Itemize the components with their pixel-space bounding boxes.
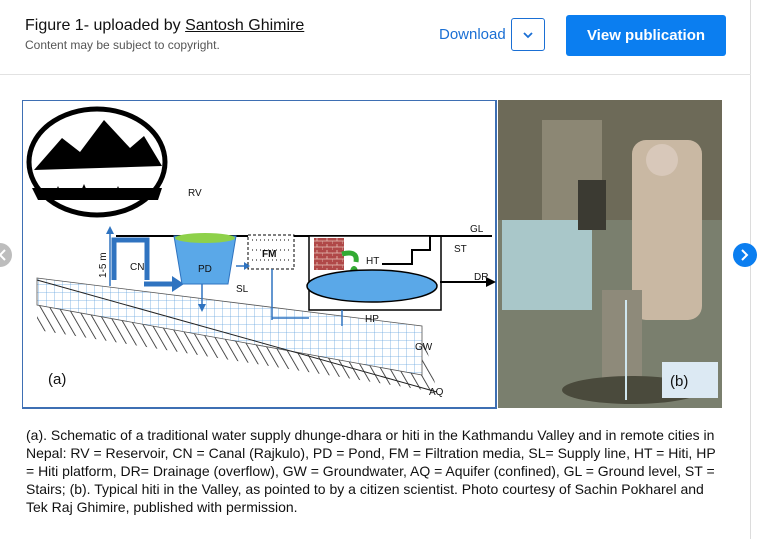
download-link[interactable]: Download: [439, 26, 506, 43]
hiti-wall: [314, 238, 344, 270]
canal-flow: [111, 237, 150, 280]
figure-title: Figure 1- uploaded by Santosh Ghimire: [25, 17, 304, 35]
label-rv: RV: [188, 188, 202, 199]
title-prefix: Figure 1- uploaded by: [25, 17, 186, 34]
next-figure-button[interactable]: [733, 243, 757, 267]
download-options-button[interactable]: [511, 18, 545, 51]
label-aq: AQ: [429, 387, 444, 398]
figure-header: Figure 1- uploaded by Santosh Ghimire Co…: [0, 0, 751, 75]
label-cn: CN: [130, 262, 144, 273]
label-dr: DR: [474, 272, 488, 283]
label-depth: 1-5 m: [98, 252, 109, 278]
mountain-logo: [26, 106, 168, 218]
filtration-media: [247, 234, 295, 270]
panel-b-photo: (b): [498, 100, 722, 408]
pond: [173, 235, 237, 285]
stairs: [382, 235, 450, 265]
figure-card: Figure 1- uploaded by Santosh Ghimire Co…: [0, 0, 751, 539]
chevron-down-icon: [523, 32, 533, 39]
figure-image: RV CN PD FM SL HT HP GL ST DR GW AQ 1-5 …: [22, 100, 722, 409]
label-gw: GW: [415, 342, 433, 353]
figure-caption: (a). Schematic of a traditional water su…: [26, 427, 716, 515]
label-gl: GL: [470, 224, 484, 235]
previous-figure-button[interactable]: [0, 243, 12, 267]
hiti-basin: [306, 269, 438, 303]
chevron-left-icon: [0, 249, 6, 261]
label-fm: FM: [262, 249, 276, 260]
label-sl: SL: [236, 284, 249, 295]
label-st: ST: [454, 244, 467, 255]
chevron-right-icon: [741, 249, 749, 261]
author-link[interactable]: Santosh Ghimire: [185, 17, 305, 34]
label-pd: PD: [198, 264, 212, 275]
copyright-note: Content may be subject to copyright.: [25, 38, 220, 52]
panel-b-label: (b): [670, 373, 688, 390]
panel-a-label: (a): [48, 371, 66, 388]
label-ht: HT: [366, 256, 379, 267]
label-hp: HP: [365, 314, 379, 325]
aquifer-grid: [36, 277, 423, 376]
view-publication-button[interactable]: View publication: [566, 15, 726, 56]
